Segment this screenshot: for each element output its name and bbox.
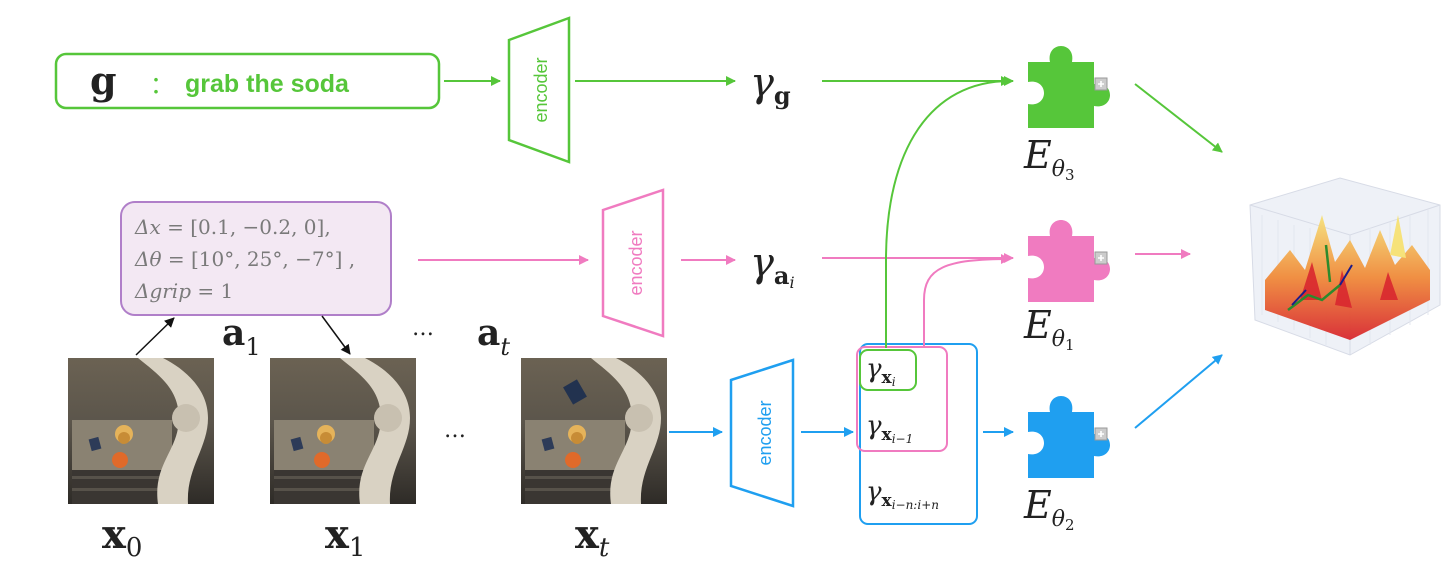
energy3-to-composite-arrow [1134, 83, 1223, 153]
energy2-to-composite-arrow [1134, 354, 1223, 429]
goal-text: grab the soda [185, 70, 350, 98]
frames-ellipsis: … [444, 418, 466, 443]
goal-encoder: encoder [507, 16, 571, 164]
goal-embedding: γg [750, 60, 791, 110]
action-encoder-label: encoder [626, 230, 646, 295]
frame-label-x1: x1 [325, 511, 365, 563]
energy-label-theta2: Eθ2 [1023, 483, 1075, 534]
svg-text:γg: γg [750, 60, 791, 110]
current-to-energy3-curve [885, 76, 1011, 348]
window-item-context: γxi−n:i+n [866, 477, 939, 512]
frame-label-xt: xt [575, 511, 610, 563]
frame-xt [521, 358, 667, 504]
energy-landscape-plot-icon [1249, 177, 1441, 356]
window-item-current: γxi [866, 354, 896, 389]
action-encoder: encoder [601, 188, 665, 338]
window-item-previous: γxi−1 [866, 411, 913, 446]
frame-label-x0: x0 [102, 511, 142, 563]
puzzle-piece-icon [1028, 396, 1110, 478]
energy-label-theta3: Eθ3 [1023, 133, 1075, 184]
frame-x0 [68, 358, 214, 504]
action-label-at: at [477, 312, 510, 361]
energy-label-theta1: Eθ1 [1023, 303, 1075, 354]
frame-x1 [270, 358, 416, 504]
goal-encoder-label: encoder [531, 57, 551, 122]
puzzle-piece-icon [1028, 220, 1110, 302]
action-line-3: Δgrip = 1 [134, 279, 233, 303]
goal-input-box: g ： grab the soda [54, 52, 441, 110]
observation-encoder: encoder [729, 358, 795, 508]
action-embedding: γai [750, 240, 795, 292]
action-box: Δx = [0.1, −0.2, 0], Δθ = [10°, 25°, −7°… [120, 201, 392, 316]
frame0-to-action-arrow [135, 317, 175, 356]
puzzle-piece-icon [1028, 46, 1110, 128]
observation-encoder-label: encoder [755, 400, 775, 465]
previous-to-energy1-curve [923, 254, 1011, 348]
action-to-frame1-arrow [321, 315, 351, 355]
goal-symbol: g [90, 58, 117, 103]
action-line-1: Δx = [0.1, −0.2, 0], [134, 215, 331, 239]
svg-text:γai: γai [750, 240, 795, 292]
observation-window: γxi γxi−1 γxi−n:i+n [856, 343, 978, 525]
action-line-2: Δθ = [10°, 25°, −7°] , [134, 247, 355, 271]
action-ellipsis: … [412, 316, 434, 341]
goal-separator: ： [150, 72, 174, 99]
action-label-a1: a1 [222, 312, 261, 361]
